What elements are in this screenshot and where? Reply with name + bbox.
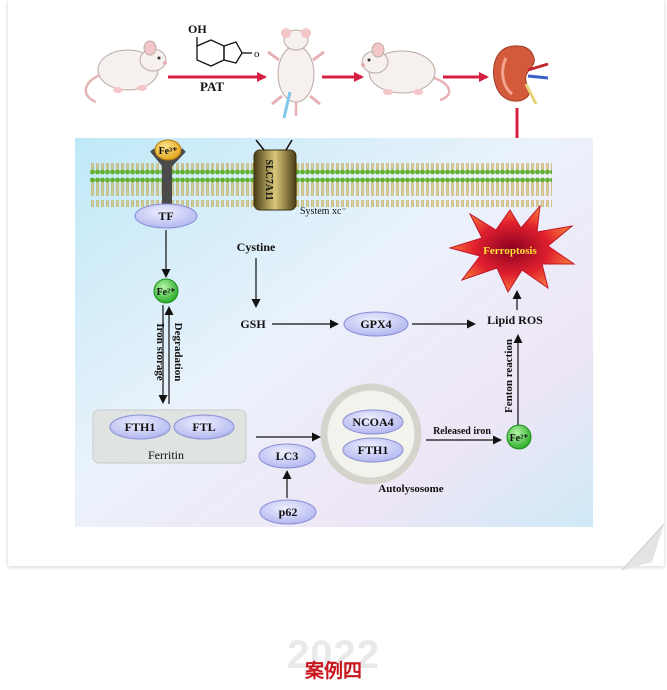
- svg-text:o: o: [254, 48, 260, 60]
- fe2-right-ion: [506, 424, 532, 450]
- fth1-auto-oval: [342, 437, 404, 463]
- ferroptosis-label: Ferroptosis: [483, 245, 537, 257]
- ferroptosis-burst: [448, 204, 576, 294]
- mouse-icon-left: [84, 40, 167, 104]
- ferritin-label: Ferritin: [148, 448, 184, 462]
- fe2-right-label: Fe²⁺: [510, 433, 529, 444]
- system-xc-label: System xc⁻: [300, 206, 347, 217]
- tf-label: TF: [158, 209, 173, 223]
- fenton-label: Fenton reaction: [503, 339, 515, 413]
- cystine-label: Cystine: [237, 240, 276, 254]
- fe3-ion: [154, 139, 182, 161]
- page-curl-decoration: [621, 523, 665, 571]
- slc7a11-transporter: [253, 149, 297, 211]
- iron-storage-label: Iron storage: [154, 323, 166, 381]
- case-title: 案例四: [304, 660, 362, 682]
- kidney-icon: [493, 45, 549, 105]
- oh-label: OH: [188, 22, 207, 36]
- lc3-oval: [258, 443, 316, 469]
- ncoa4-label: NCOA4: [352, 415, 393, 429]
- membrane-right: [296, 163, 552, 207]
- gpx4-label: GPX4: [360, 317, 391, 331]
- fth1-auto-label: FTH1: [358, 443, 389, 457]
- gpx4-oval: [343, 311, 409, 337]
- fe2-top-label: Fe²⁺: [157, 287, 176, 298]
- year-watermark: 2022: [287, 633, 380, 677]
- p62-label: p62: [279, 505, 298, 519]
- ncoa4-oval: [342, 409, 404, 435]
- gsh-label: GSH: [240, 317, 266, 331]
- fe2-top-ion: [153, 278, 179, 304]
- fth1-label: FTH1: [125, 420, 156, 434]
- mouse-icon-right: [361, 42, 451, 102]
- released-iron-label: Released iron: [433, 426, 491, 437]
- ftl-oval: [173, 414, 235, 440]
- fe3-label: Fe³⁺: [159, 146, 178, 157]
- pat-molecule: OH o PAT: [188, 22, 260, 94]
- p62-oval: [259, 499, 317, 525]
- ftl-label: FTL: [192, 420, 215, 434]
- pat-label: PAT: [200, 79, 224, 94]
- tf-oval: [134, 203, 198, 229]
- lc3-label: LC3: [276, 449, 299, 463]
- mouse-injection-icon: [267, 28, 325, 119]
- slc7a11-label: SLC7A11: [263, 159, 274, 200]
- degradation-label: Degradation: [172, 323, 184, 382]
- transferrin-receptor: [150, 148, 186, 204]
- autolysosome-label: Autolysosome: [378, 483, 444, 495]
- fth1-oval: [109, 414, 171, 440]
- lipid-ros-label: Lipid ROS: [487, 313, 543, 327]
